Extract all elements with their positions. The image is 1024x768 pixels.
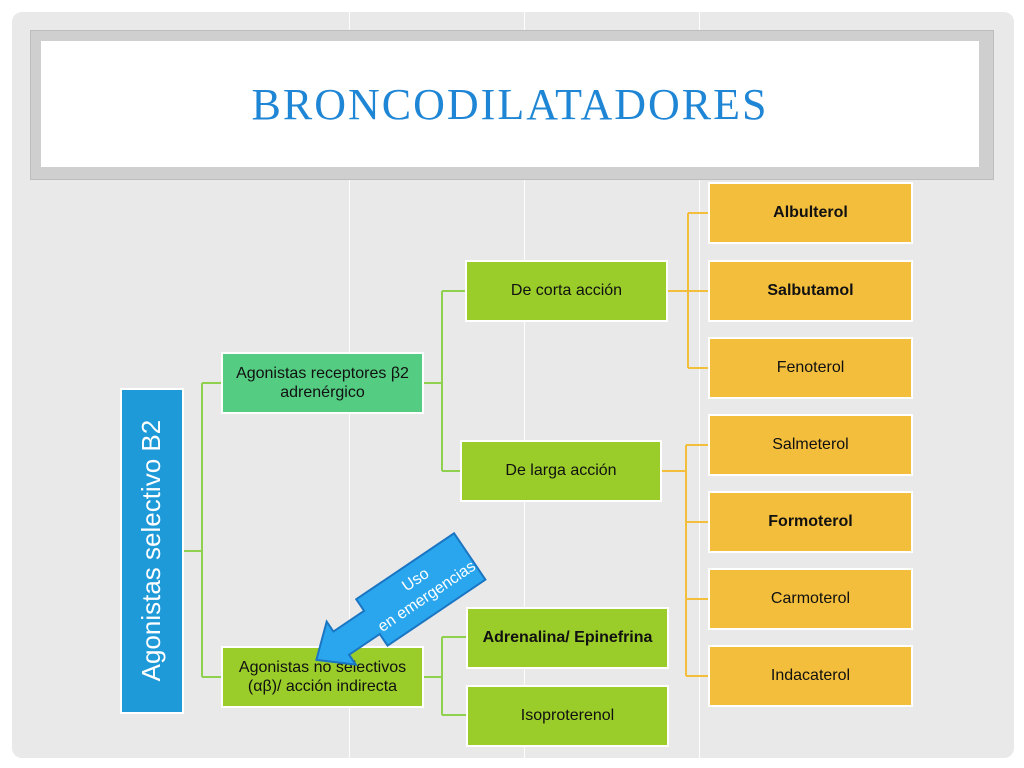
beta2-agonists-label: Agonistas receptores β2 adrenérgico xyxy=(236,364,409,401)
connector-nonselective xyxy=(424,636,467,716)
long-item-label: Carmoterol xyxy=(770,590,851,608)
short-item-label: Salbutamol xyxy=(767,282,854,300)
title-frame: BRONCODILATADORES xyxy=(30,30,994,180)
short-item-box: Salbutamol xyxy=(708,260,913,322)
long-item-box: Carmoterol xyxy=(708,568,913,630)
nonselective-agonists-label: Agonistas no selectivos (αβ)/ acción ind… xyxy=(238,658,407,695)
connector-beta2 xyxy=(424,290,465,472)
callout-arrow xyxy=(315,531,487,666)
short-acting-box: De corta acción xyxy=(465,260,668,322)
root-box: Agonistas selectivo B2 xyxy=(120,388,184,714)
nonselective-item-box: Adrenalina/ Epinefrina xyxy=(466,607,669,669)
short-item-box: Fenoterol xyxy=(708,337,913,399)
long-item-label: Salmeterol xyxy=(772,436,849,454)
short-item-label: Albulterol xyxy=(773,204,848,222)
connector-long xyxy=(662,444,709,677)
nonselective-item-label: Adrenalina/ Epinefrina xyxy=(482,629,653,647)
long-acting-label: De larga acción xyxy=(505,462,617,480)
connector-short xyxy=(668,212,709,369)
long-item-box: Indacaterol xyxy=(708,645,913,707)
title-panel: BRONCODILATADORES xyxy=(41,41,979,167)
long-item-label: Indacaterol xyxy=(770,667,851,685)
nonselective-item-label: Isoproterenol xyxy=(520,707,615,725)
long-item-box: Formoterol xyxy=(708,491,913,553)
beta2-agonists-box: Agonistas receptores β2 adrenérgico xyxy=(221,352,424,414)
nonselective-agonists-box: Agonistas no selectivos (αβ)/ acción ind… xyxy=(221,646,424,708)
slide-title: BRONCODILATADORES xyxy=(251,79,769,129)
long-acting-box: De larga acción xyxy=(460,440,662,502)
background-divider xyxy=(524,12,525,758)
short-item-label: Fenoterol xyxy=(776,359,845,377)
connector-root xyxy=(184,382,222,678)
short-acting-label: De corta acción xyxy=(510,282,623,300)
short-item-box: Albulterol xyxy=(708,182,913,244)
long-item-box: Salmeterol xyxy=(708,414,913,476)
background-divider xyxy=(699,12,700,758)
nonselective-item-box: Isoproterenol xyxy=(466,685,669,747)
long-item-label: Formoterol xyxy=(768,513,853,531)
